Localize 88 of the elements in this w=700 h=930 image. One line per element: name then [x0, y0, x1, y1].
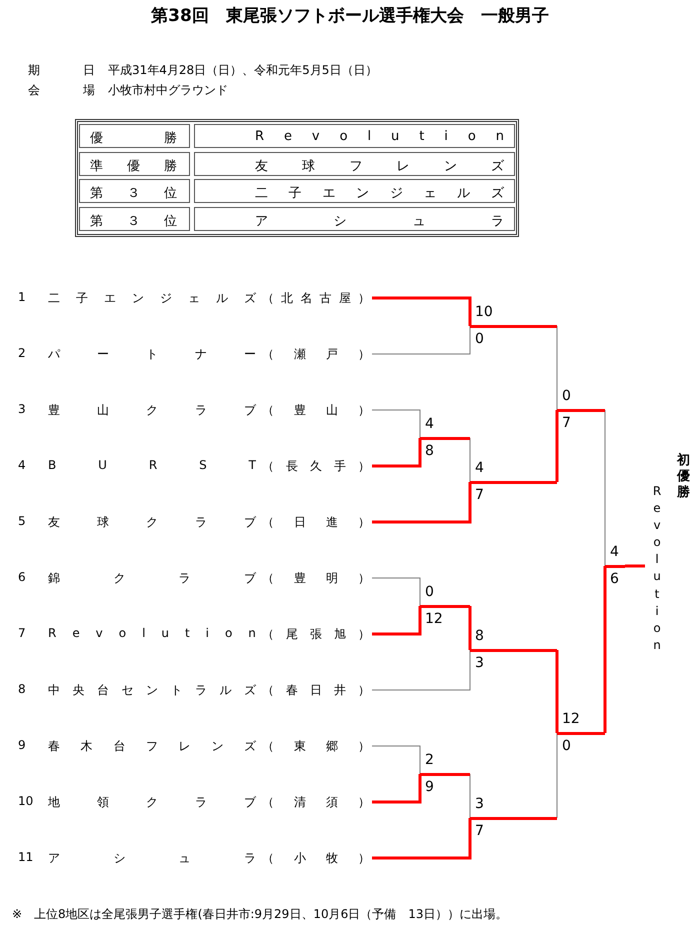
score: 9 [425, 779, 434, 795]
team-number: 5 [18, 514, 26, 528]
team-number: 7 [18, 626, 26, 640]
score: 4 [475, 460, 484, 476]
team-area: （小牧） [262, 850, 370, 867]
title: 第38回 東尾張ソフトボール選手権大会 一般男子 [150, 5, 550, 27]
score: 12 [562, 711, 580, 727]
table-cell: 二子エンジェルズ [194, 179, 515, 203]
team-number: 6 [18, 570, 26, 584]
team-area: （東郷） [262, 738, 370, 755]
bracket-line [372, 818, 472, 860]
bracket-line [372, 326, 470, 354]
champion-note: 初優勝 [677, 453, 691, 501]
team-number: 10 [18, 794, 34, 808]
bracket-line [372, 606, 422, 636]
score: 2 [425, 752, 434, 768]
table-cell: 友球フレンズ [194, 152, 515, 176]
bracket-line [625, 564, 646, 568]
team-number: 9 [18, 738, 26, 752]
score: 0 [425, 584, 434, 600]
info-text: 小牧市村中グラウンド [108, 82, 228, 99]
bracket-line [556, 326, 558, 410]
team-name: 春木台フレンズ [48, 738, 256, 755]
bracket-line [604, 566, 606, 734]
bracket-line [372, 650, 470, 690]
team-name: B U R S T [48, 458, 256, 472]
score: 7 [562, 415, 571, 431]
score: 0 [475, 331, 484, 347]
team-name: 豊山クラブ [48, 402, 256, 419]
team-name: アシュラ [48, 850, 256, 867]
bracket-line [604, 410, 606, 566]
champion-name: R e v o l u t i o n [652, 484, 662, 652]
table-cell: 第３位 [79, 179, 190, 203]
team-number: 3 [18, 402, 26, 416]
bracket-line [556, 732, 558, 818]
bracket-line [372, 774, 422, 804]
team-name: 錦クラブ [48, 570, 256, 587]
info-text: 平成31年4月28日（日）、令和元年5月5日（日） [108, 62, 378, 79]
team-area: （日進） [262, 514, 370, 531]
info-label: 会場 [28, 82, 95, 99]
score: 0 [562, 738, 571, 754]
bracket-line [372, 410, 420, 438]
team-name: 友球クラブ [48, 514, 256, 531]
score: 7 [475, 823, 484, 839]
team-area: （瀬戸） [262, 346, 370, 363]
bracket-line [468, 604, 472, 650]
table-cell: 優勝 [79, 124, 190, 148]
score: 10 [475, 304, 493, 320]
team-name: 中央台セントラルズ [48, 682, 256, 699]
score: 4 [425, 416, 434, 432]
score: 3 [475, 655, 484, 671]
team-area: （尾張旭） [262, 626, 370, 643]
team-area: （北名古屋） [262, 290, 370, 307]
bracket-line [556, 648, 558, 733]
score: 8 [475, 628, 484, 644]
table-cell: アシュラ [194, 206, 515, 230]
bracket-line [556, 410, 558, 484]
team-name: 二子エンジェルズ [48, 290, 256, 307]
score: 0 [562, 388, 571, 404]
bracket-line [372, 438, 422, 468]
table-cell: 準優勝 [79, 152, 190, 176]
score: 4 [610, 544, 619, 560]
score: 6 [610, 571, 619, 587]
team-number: 4 [18, 458, 26, 472]
team-name: パートナー [48, 346, 256, 363]
team-number: 11 [18, 850, 34, 864]
team-area: （清須） [262, 794, 370, 811]
bracket-line [372, 578, 420, 606]
score: 8 [425, 443, 434, 459]
table-cell: 第３位 [79, 206, 190, 230]
score: 3 [475, 796, 484, 812]
team-area: （春日井） [262, 682, 370, 699]
bracket-line [372, 746, 420, 774]
team-area: （長久手） [262, 458, 370, 475]
score: 7 [475, 487, 484, 503]
bracket-line [372, 482, 472, 524]
team-name: R e v o l u t i o n [48, 626, 256, 640]
team-number: 1 [18, 290, 26, 304]
team-number: 2 [18, 346, 26, 360]
footnote: ※ 上位8地区は全尾張男子選手権(春日井市:9月29日、10月6日（予備 13日））に出場。 [12, 906, 508, 923]
info-label: 期日 [28, 62, 95, 79]
team-area: （豊明） [262, 570, 370, 587]
team-number: 8 [18, 682, 26, 696]
team-area: （豊山） [262, 402, 370, 419]
bracket-line [372, 296, 472, 326]
score: 12 [425, 611, 443, 627]
team-name: 地領クラブ [48, 794, 256, 811]
table-cell: R e v o l u t i o n [194, 124, 515, 148]
